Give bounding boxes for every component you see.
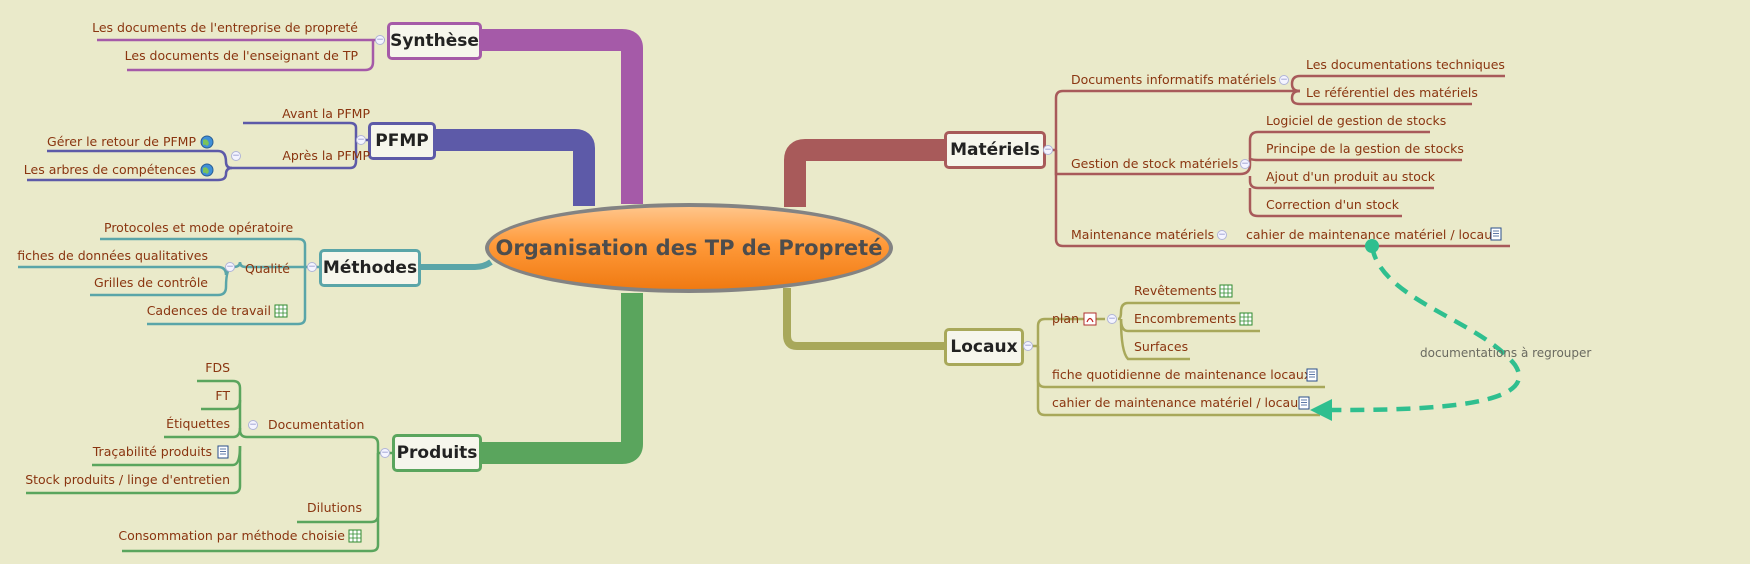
- branch-connector-pfmp: [434, 129, 595, 206]
- methodes-item-qualite[interactable]: Qualité: [245, 261, 290, 276]
- synthese-item-entreprise[interactable]: Les documents de l'entreprise de propret…: [92, 20, 358, 35]
- topic-produits[interactable]: Produits: [392, 434, 482, 472]
- materiels-item-correction[interactable]: Correction d'un stock: [1266, 197, 1400, 212]
- collapse-icon[interactable]: −: [307, 262, 317, 272]
- globe-icon[interactable]: [200, 163, 214, 177]
- topic-materiels-label: Matériels: [950, 140, 1040, 160]
- topic-pfmp[interactable]: PFMP: [368, 122, 436, 160]
- collapse-icon[interactable]: −: [225, 262, 235, 272]
- topic-produits-label: Produits: [396, 443, 478, 463]
- topic-methodes-label: Méthodes: [322, 258, 418, 278]
- branch-connector-materiels: [784, 139, 945, 207]
- materiels-item-logiciel[interactable]: Logiciel de gestion de stocks: [1266, 113, 1447, 128]
- relationship-label[interactable]: documentations à regrouper: [1420, 346, 1592, 360]
- globe-icon[interactable]: [200, 135, 214, 149]
- branch-connector-locaux: [783, 288, 945, 350]
- pfmp-item-avant[interactable]: Avant la PFMP: [282, 106, 370, 121]
- methodes-item-cadences[interactable]: Cadences de travail: [146, 303, 271, 318]
- locaux-item-fiche[interactable]: fiche quotidienne de maintenance locaux: [1052, 367, 1312, 382]
- produits-item-dilutions[interactable]: Dilutions: [307, 500, 362, 515]
- branch-connector-synthese: [482, 29, 643, 204]
- materiels-item-ajout[interactable]: Ajout d'un produit au stock: [1266, 169, 1436, 184]
- relationship-start-dot: [1365, 239, 1379, 253]
- document-icon[interactable]: [1489, 227, 1503, 241]
- materiels-item-principe[interactable]: Principe de la gestion de stocks: [1266, 141, 1464, 156]
- materiels-item-referentiel[interactable]: Le référentiel des matériels: [1306, 85, 1478, 100]
- topic-materiels[interactable]: Matériels: [944, 131, 1046, 169]
- topic-synthese[interactable]: Synthèse: [387, 22, 482, 60]
- materiels-lines: [1045, 74, 1510, 248]
- topic-pfmp-label: PFMP: [375, 131, 429, 151]
- pfmp-item-apres[interactable]: Après la PFMP: [282, 148, 370, 163]
- locaux-item-encombrements[interactable]: Encombrements: [1134, 311, 1237, 326]
- branch-connector-methodes: [420, 259, 493, 270]
- document-icon[interactable]: [1305, 368, 1319, 382]
- locaux-item-cahier[interactable]: cahier de maintenance matériel / locaux: [1052, 395, 1306, 410]
- produits-item-etiquettes[interactable]: Étiquettes: [166, 416, 230, 431]
- topic-locaux[interactable]: Locaux: [944, 328, 1024, 366]
- topic-methodes[interactable]: Méthodes: [319, 249, 421, 287]
- materiels-item-maintenance[interactable]: Maintenance matériels: [1071, 227, 1215, 242]
- collapse-icon[interactable]: −: [1023, 341, 1033, 351]
- methodes-item-protocoles[interactable]: Protocoles et mode opératoire: [104, 220, 294, 235]
- topic-locaux-label: Locaux: [950, 337, 1018, 357]
- document-icon[interactable]: [1297, 396, 1311, 410]
- collapse-icon[interactable]: −: [231, 151, 241, 161]
- relationship-arrowhead: [1310, 399, 1332, 421]
- collapse-icon[interactable]: −: [1107, 314, 1117, 324]
- produits-item-tracabilite[interactable]: Traçabilité produits: [92, 444, 212, 459]
- document-icon[interactable]: [216, 445, 230, 459]
- produits-item-fds[interactable]: FDS: [205, 360, 230, 375]
- methodes-item-grilles[interactable]: Grilles de contrôle: [93, 275, 208, 290]
- collapse-icon[interactable]: −: [380, 448, 390, 458]
- branch-connector-produits: [482, 293, 643, 464]
- produits-item-documentation[interactable]: Documentation: [268, 417, 365, 432]
- relationship-curve: [1329, 245, 1521, 413]
- methodes-item-fiches[interactable]: fiches de données qualitatives: [17, 248, 208, 263]
- locaux-item-surfaces[interactable]: Surfaces: [1134, 339, 1189, 354]
- synthese-item-enseignant[interactable]: Les documents de l'enseignant de TP: [124, 48, 358, 63]
- pfmp-lines: [27, 121, 370, 182]
- spreadsheet-icon[interactable]: [274, 304, 288, 318]
- central-title: Organisation des TP de Propreté: [495, 236, 883, 260]
- pdf-icon[interactable]: [1083, 312, 1097, 326]
- collapse-icon[interactable]: −: [248, 420, 258, 430]
- collapse-icon[interactable]: −: [1217, 230, 1227, 240]
- spreadsheet-icon[interactable]: [1239, 312, 1253, 326]
- spreadsheet-icon[interactable]: [348, 529, 362, 543]
- locaux-item-revetements[interactable]: Revêtements: [1134, 283, 1217, 298]
- produits-item-stock[interactable]: Stock produits / linge d'entretien: [25, 472, 230, 487]
- collapse-icon[interactable]: −: [1279, 75, 1289, 85]
- central-topic[interactable]: Organisation des TP de Propreté: [485, 203, 893, 293]
- pfmp-item-arbres[interactable]: Les arbres de compétences: [23, 162, 196, 177]
- collapse-icon[interactable]: −: [375, 35, 385, 45]
- pfmp-item-retour[interactable]: Gérer le retour de PFMP: [47, 134, 196, 149]
- produits-item-ft[interactable]: FT: [215, 388, 230, 403]
- spreadsheet-icon[interactable]: [1219, 284, 1233, 298]
- collapse-icon[interactable]: −: [356, 135, 366, 145]
- collapse-icon[interactable]: −: [1240, 159, 1250, 169]
- collapse-icon[interactable]: −: [1043, 145, 1053, 155]
- topic-synthese-label: Synthèse: [390, 31, 479, 51]
- materiels-item-gestion-stock[interactable]: Gestion de stock matériels: [1071, 156, 1239, 171]
- produits-item-consommation[interactable]: Consommation par méthode choisie: [118, 528, 345, 543]
- synthese-lines: [97, 38, 385, 72]
- locaux-lines: [1025, 301, 1325, 417]
- materiels-item-documents[interactable]: Documents informatifs matériels: [1071, 72, 1277, 87]
- materiels-item-doc-techniques[interactable]: Les documentations techniques: [1306, 57, 1505, 72]
- materiels-item-cahier[interactable]: cahier de maintenance matériel / locaux: [1246, 227, 1500, 242]
- produits-lines: [26, 379, 393, 553]
- locaux-item-plan[interactable]: plan: [1052, 311, 1079, 326]
